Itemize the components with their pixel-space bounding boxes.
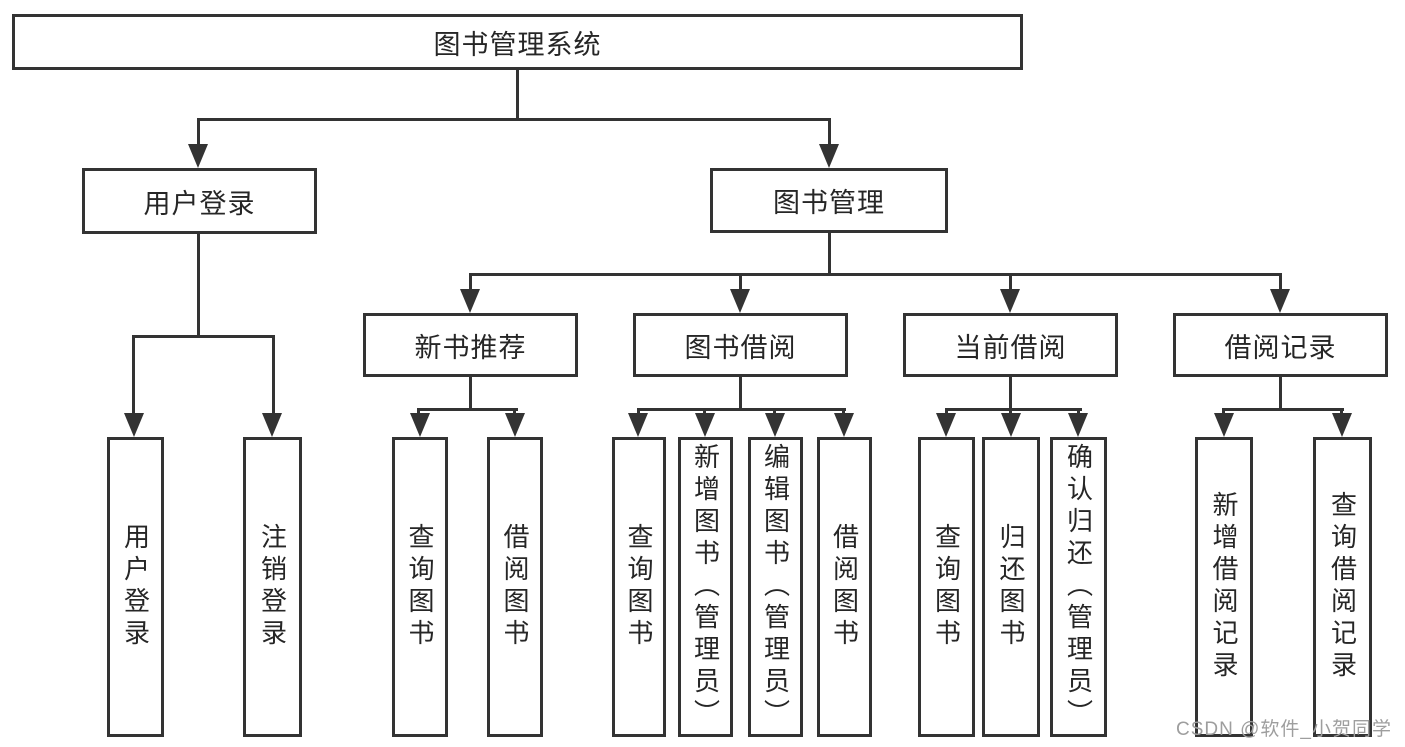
arrowhead-borrow-borrow: [834, 413, 854, 437]
node-book-management: 图书管理: [710, 168, 948, 233]
leaf-label: 查询图书: [931, 523, 962, 651]
leaf-label: 编辑图书（管理员）: [760, 443, 791, 731]
connector-user-login-stem: [197, 234, 200, 335]
connector-records-stem: [1279, 377, 1282, 408]
leaf-label: 用户登录: [120, 523, 151, 651]
leaf-label: 查询图书: [405, 523, 435, 651]
connector-drop-current-query: [945, 408, 948, 416]
connector-current-stem: [1009, 377, 1012, 408]
leaf-recommend-query-books: 查询图书: [392, 437, 448, 737]
leaf-records-query-record: 查询借阅记录: [1313, 437, 1372, 737]
leaf-label: 查询图书: [624, 523, 654, 651]
node-label: 图书管理系统: [433, 29, 602, 60]
leaf-current-return-books: 归还图书: [982, 437, 1040, 737]
connector-drop-records-add: [1222, 408, 1225, 416]
arrowhead-borrow: [730, 289, 750, 313]
arrowhead-recommend: [460, 289, 480, 313]
node-current-borrowing: 当前借阅: [903, 313, 1118, 377]
leaf-current-query-books: 查询图书: [918, 437, 975, 737]
connector-records-crossbar: [1222, 408, 1344, 411]
connector-root-stem: [516, 70, 519, 118]
arrowhead-book-management: [819, 144, 839, 168]
arrowhead-borrow-add: [695, 413, 715, 437]
arrowhead-borrow-query: [628, 413, 648, 437]
node-label: 新书推荐: [414, 332, 527, 363]
connector-drop-borrow-borrow: [842, 408, 845, 416]
connector-level3-crossbar: [469, 273, 1282, 276]
arrowhead-borrow-edit: [765, 413, 785, 437]
connector-drop-book-management: [828, 118, 831, 146]
connector-drop-current-return: [1009, 408, 1012, 416]
arrowhead-current-query: [936, 413, 956, 437]
leaf-recommend-borrow-books: 借阅图书: [487, 437, 543, 737]
connector-drop-borrow-add: [703, 408, 706, 416]
leaf-label: 确认归还（管理员）: [1063, 443, 1094, 731]
leaf-records-add-record: 新增借阅记录: [1195, 437, 1253, 737]
arrowhead-login-leaf: [124, 413, 144, 437]
leaf-label: 归还图书: [996, 523, 1026, 651]
connector-borrow-crossbar: [637, 408, 846, 411]
leaf-logout: 注销登录: [243, 437, 302, 737]
connector-drop-current-confirm: [1077, 408, 1080, 416]
leaf-label: 注销登录: [257, 523, 288, 651]
node-user-login: 用户登录: [82, 168, 317, 234]
connector-drop-records-query: [1340, 408, 1343, 416]
connector-drop-recommend-query: [417, 408, 420, 416]
connector-drop-borrow-edit: [773, 408, 776, 416]
arrowhead-recommend-query: [410, 413, 430, 437]
connector-drop-borrow-query: [637, 408, 640, 416]
leaf-borrow-query-books: 查询图书: [612, 437, 666, 737]
connector-drop-login-leaf: [132, 335, 135, 415]
leaf-borrow-borrow-books: 借阅图书: [817, 437, 872, 737]
arrowhead-records: [1270, 289, 1290, 313]
connector-book-management-stem: [828, 233, 831, 273]
leaf-current-confirm-return-admin: 确认归还（管理员）: [1050, 437, 1107, 737]
leaf-label: 新增借阅记录: [1209, 491, 1239, 683]
node-library-management-system: 图书管理系统: [12, 14, 1023, 70]
arrowhead-recommend-borrow: [505, 413, 525, 437]
arrowhead-current-confirm: [1068, 413, 1088, 437]
connector-current-crossbar: [945, 408, 1082, 411]
connector-drop-recommend: [469, 273, 472, 291]
connector-drop-borrow: [739, 273, 742, 291]
arrowhead-records-add: [1214, 413, 1234, 437]
leaf-user-login: 用户登录: [107, 437, 164, 737]
node-book-borrowing: 图书借阅: [633, 313, 848, 377]
arrowhead-user-login: [188, 144, 208, 168]
connector-recommend-crossbar: [417, 408, 518, 411]
leaf-label: 查询借阅记录: [1327, 491, 1358, 683]
node-label: 用户登录: [143, 188, 256, 219]
node-label: 借阅记录: [1224, 332, 1337, 363]
connector-drop-logout-leaf: [272, 335, 275, 415]
connector-root-crossbar: [197, 118, 831, 121]
connector-borrow-stem: [739, 377, 742, 408]
leaf-borrow-edit-books-admin: 编辑图书（管理员）: [748, 437, 803, 737]
arrowhead-current: [1000, 289, 1020, 313]
node-new-book-recommend: 新书推荐: [363, 313, 578, 377]
arrowhead-current-return: [1001, 413, 1021, 437]
node-label: 图书管理: [773, 188, 885, 218]
csdn-watermark: CSDN @软件_小贺同学: [1176, 719, 1392, 740]
node-label: 图书借阅: [684, 332, 797, 363]
connector-drop-recommend-borrow: [513, 408, 516, 416]
leaf-label: 借阅图书: [829, 523, 860, 651]
node-label: 当前借阅: [954, 332, 1067, 363]
leaf-label: 新增图书（管理员）: [690, 443, 721, 731]
arrowhead-records-query: [1332, 413, 1352, 437]
leaf-borrow-add-books-admin: 新增图书（管理员）: [678, 437, 733, 737]
connector-drop-current: [1009, 273, 1012, 291]
connector-drop-user-login: [197, 118, 200, 146]
connector-recommend-stem: [469, 377, 472, 408]
leaf-label: 借阅图书: [500, 523, 530, 651]
node-borrowing-records: 借阅记录: [1173, 313, 1388, 377]
arrowhead-logout-leaf: [262, 413, 282, 437]
connector-drop-records: [1279, 273, 1282, 291]
connector-user-login-crossbar: [132, 335, 275, 338]
